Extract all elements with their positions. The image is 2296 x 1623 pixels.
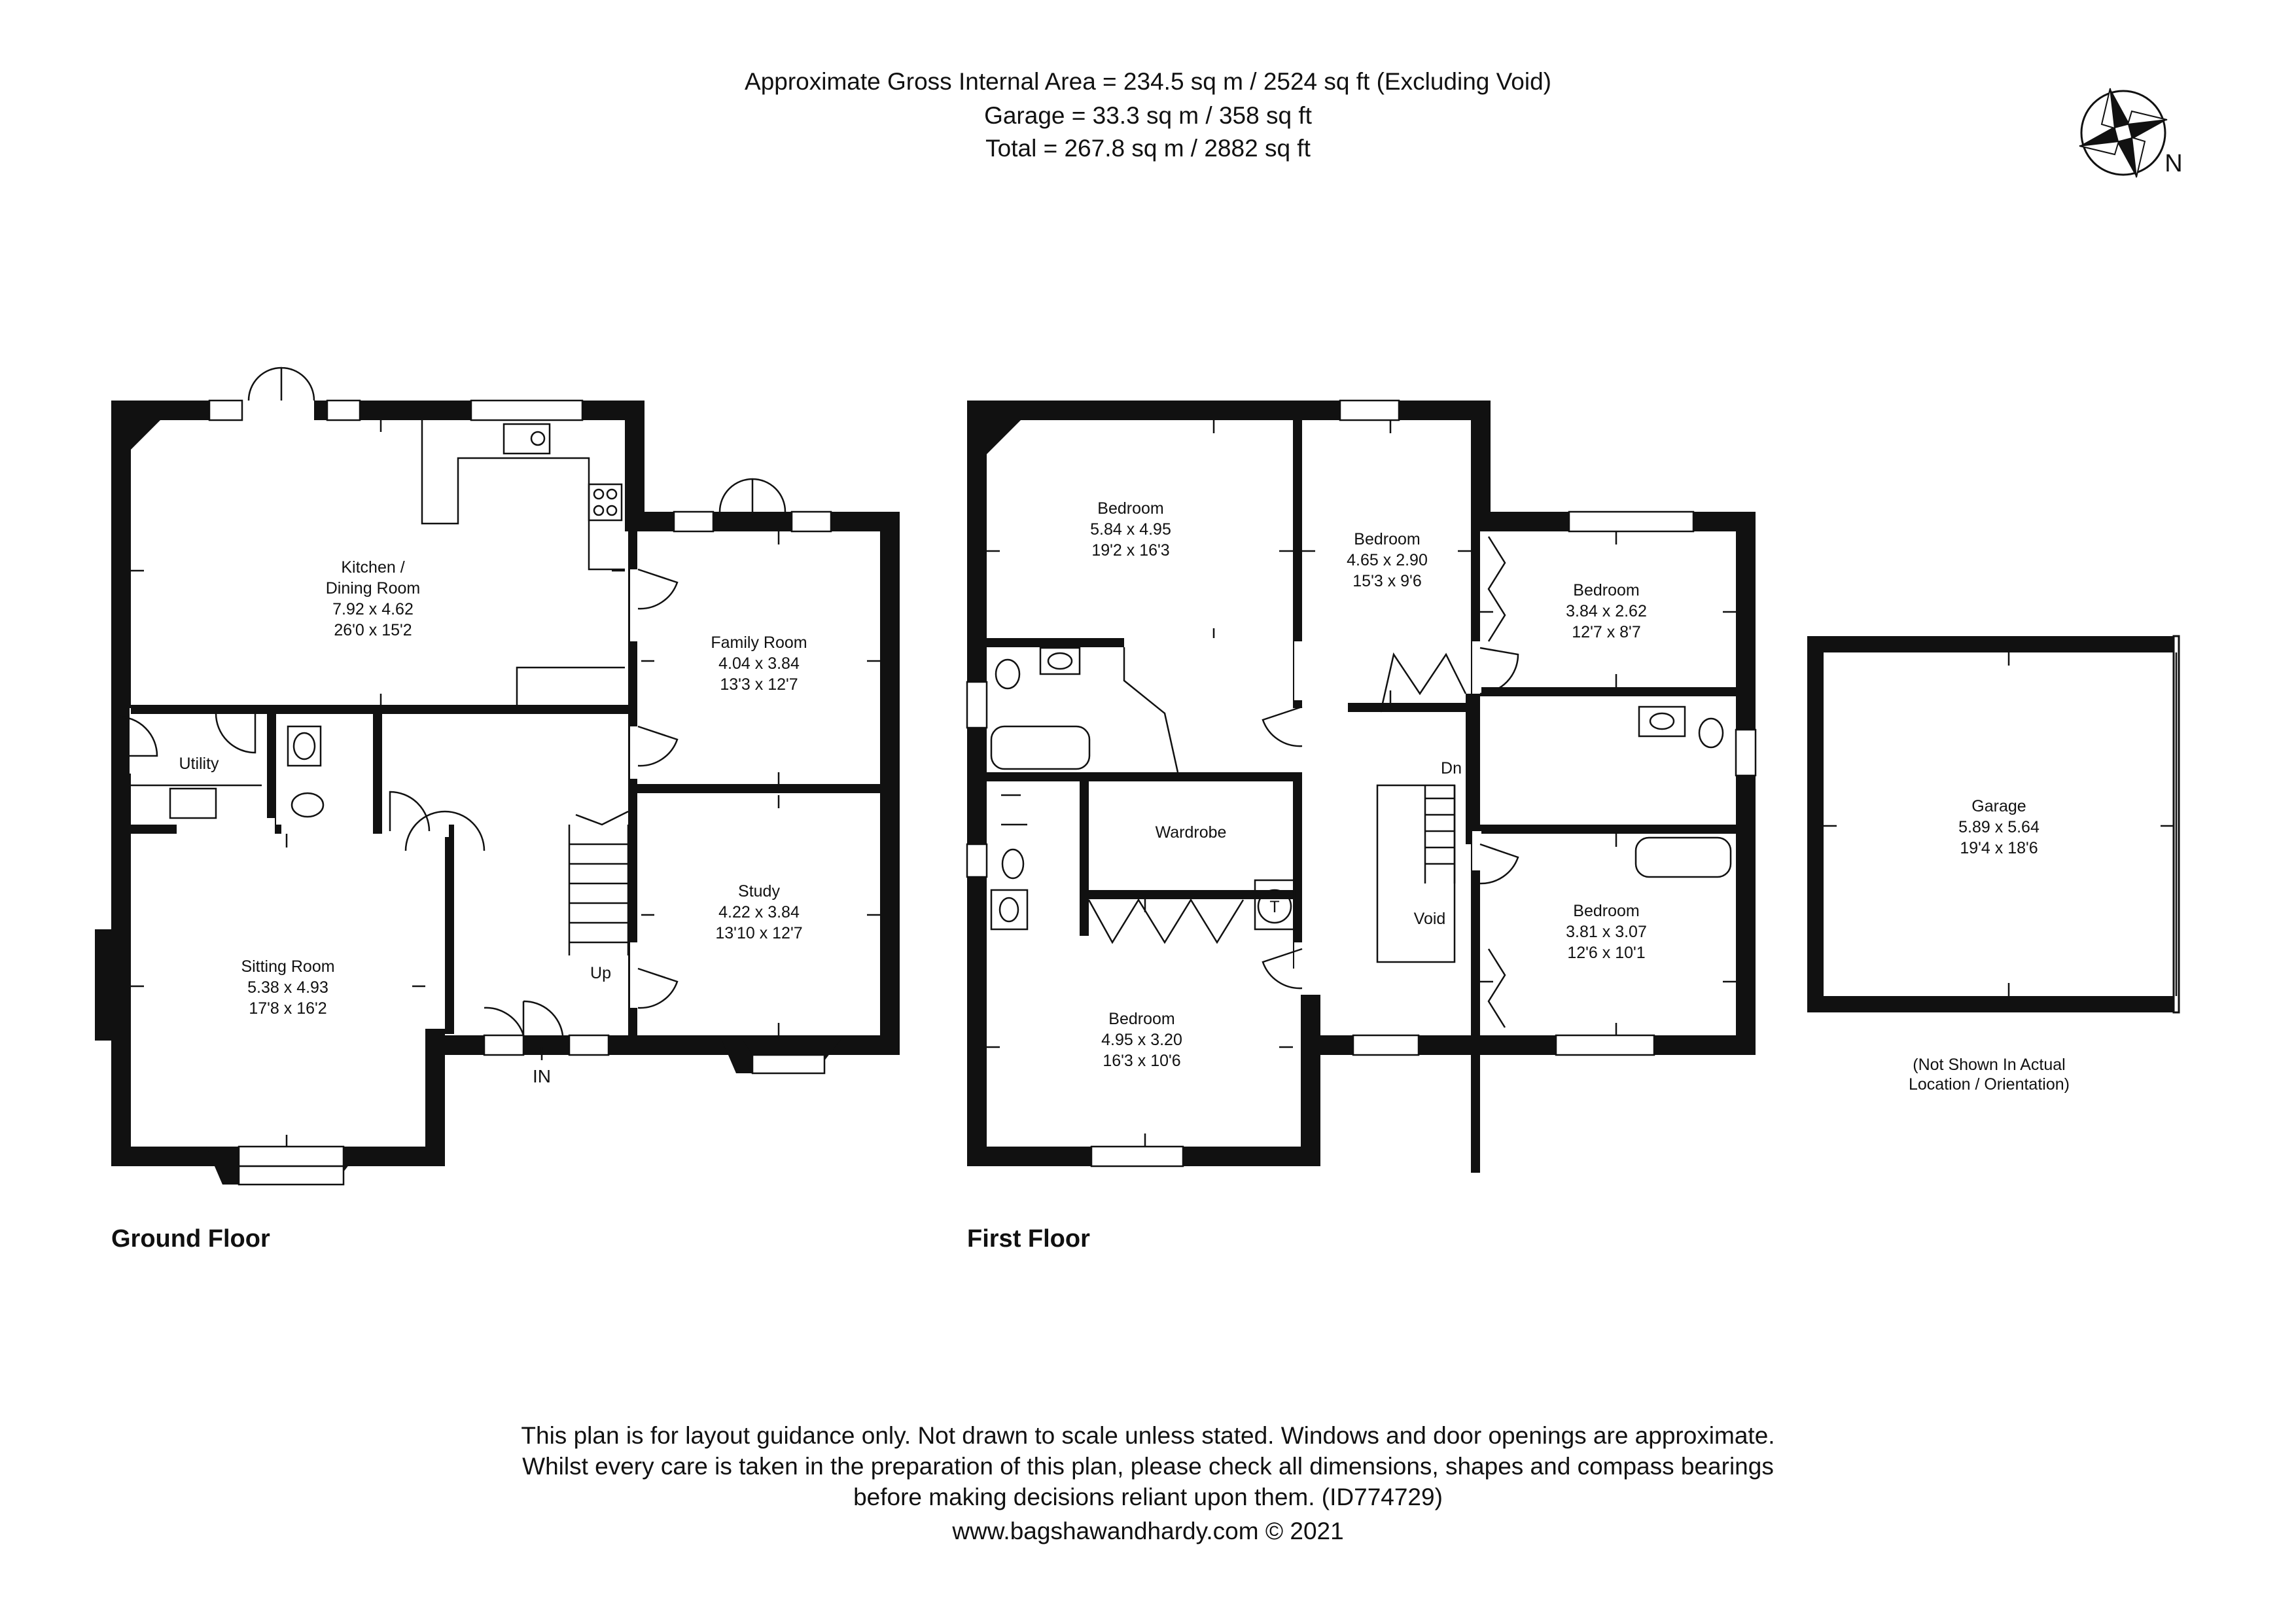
wardrobe-label: Wardrobe: [1156, 823, 1227, 842]
sitting-room-metric: 5.38 x 4.93: [247, 978, 328, 997]
family-room-metric: 4.04 x 3.84: [718, 654, 800, 673]
bedroom4-imperial: 12'6 x 10'1: [1567, 944, 1645, 962]
disclaimer-line2: Whilst every care is taken in the prepar…: [522, 1453, 1774, 1480]
bedroom4-metric: 3.81 x 3.07: [1566, 923, 1647, 941]
stairs-down-label: Dn: [1441, 759, 1462, 777]
family-room-label: Family Room: [711, 633, 807, 652]
kitchen-imperial: 26'0 x 15'2: [334, 621, 412, 639]
garage-note-line1: (Not Shown In Actual: [1913, 1056, 2066, 1074]
bedroom2-imperial: 15'3 x 9'6: [1352, 572, 1421, 590]
bedroom2-metric: 4.65 x 2.90: [1347, 551, 1428, 569]
bedroom5-imperial: 16'3 x 10'6: [1103, 1052, 1180, 1070]
first-floor-plan: T Bedroom 5.84 x 4.95 19'2 x 16'3 Bedroo…: [966, 399, 1757, 1173]
bedroom1-imperial: 19'2 x 16'3: [1091, 541, 1169, 560]
study-metric: 4.22 x 3.84: [718, 903, 800, 921]
kitchen-label-line1: Kitchen /: [341, 558, 404, 577]
void-label: Void: [1414, 910, 1446, 928]
website-copyright: www.bagshawandhardy.com © 2021: [952, 1518, 1344, 1544]
sitting-room-imperial: 17'8 x 16'2: [249, 999, 327, 1018]
bedroom3-metric: 3.84 x 2.62: [1566, 602, 1647, 620]
compass-icon: N: [2079, 88, 2183, 178]
bedroom5-label: Bedroom: [1108, 1010, 1174, 1028]
garage-plan: Garage 5.89 x 5.64 19'4 x 18'6: [1807, 635, 2180, 1014]
family-room-imperial: 13'3 x 12'7: [720, 675, 798, 694]
first-floor-title: First Floor: [967, 1225, 1090, 1253]
bedroom1-label: Bedroom: [1097, 499, 1163, 518]
bedroom3-imperial: 12'7 x 8'7: [1572, 623, 1640, 641]
garage-area-text: Garage = 33.3 sq m / 358 sq ft: [984, 102, 1312, 129]
study-imperial: 13'10 x 12'7: [715, 924, 802, 942]
ground-floor-title: Ground Floor: [111, 1225, 270, 1253]
bedroom2-label: Bedroom: [1354, 530, 1420, 548]
entrance-label: IN: [533, 1066, 551, 1086]
garage-note-line2: Location / Orientation): [1909, 1075, 2070, 1094]
sitting-room-label: Sitting Room: [241, 957, 334, 976]
garage-imperial: 19'4 x 18'6: [1960, 839, 2038, 857]
garage-metric: 5.89 x 5.64: [1958, 818, 2040, 836]
bedroom4-label: Bedroom: [1573, 902, 1639, 920]
bedroom3-label: Bedroom: [1573, 581, 1639, 599]
bedroom5-metric: 4.95 x 3.20: [1101, 1031, 1182, 1049]
study-label: Study: [738, 882, 780, 901]
garage-note: (Not Shown In Actual Location / Orientat…: [1858, 1055, 2120, 1094]
total-area-text: Total = 267.8 sq m / 2882 sq ft: [985, 135, 1311, 162]
disclaimer-line3: before making decisions reliant upon the…: [853, 1484, 1443, 1510]
ground-floor-plan: Kitchen / Dining Room 7.92 x 4.62 26'0 x…: [95, 366, 900, 1186]
garage-label: Garage: [1971, 797, 2026, 815]
utility-label: Utility: [179, 755, 219, 773]
stairs-up-label: Up: [590, 964, 611, 982]
gross-area-text: Approximate Gross Internal Area = 234.5 …: [745, 68, 1551, 95]
tank-label: T: [1269, 898, 1279, 916]
kitchen-metric: 7.92 x 4.62: [332, 600, 414, 618]
kitchen-label-line2: Dining Room: [326, 579, 421, 597]
compass-north-label: N: [2164, 150, 2182, 177]
bedroom1-metric: 5.84 x 4.95: [1090, 520, 1171, 539]
disclaimer-line1: This plan is for layout guidance only. N…: [521, 1422, 1775, 1449]
